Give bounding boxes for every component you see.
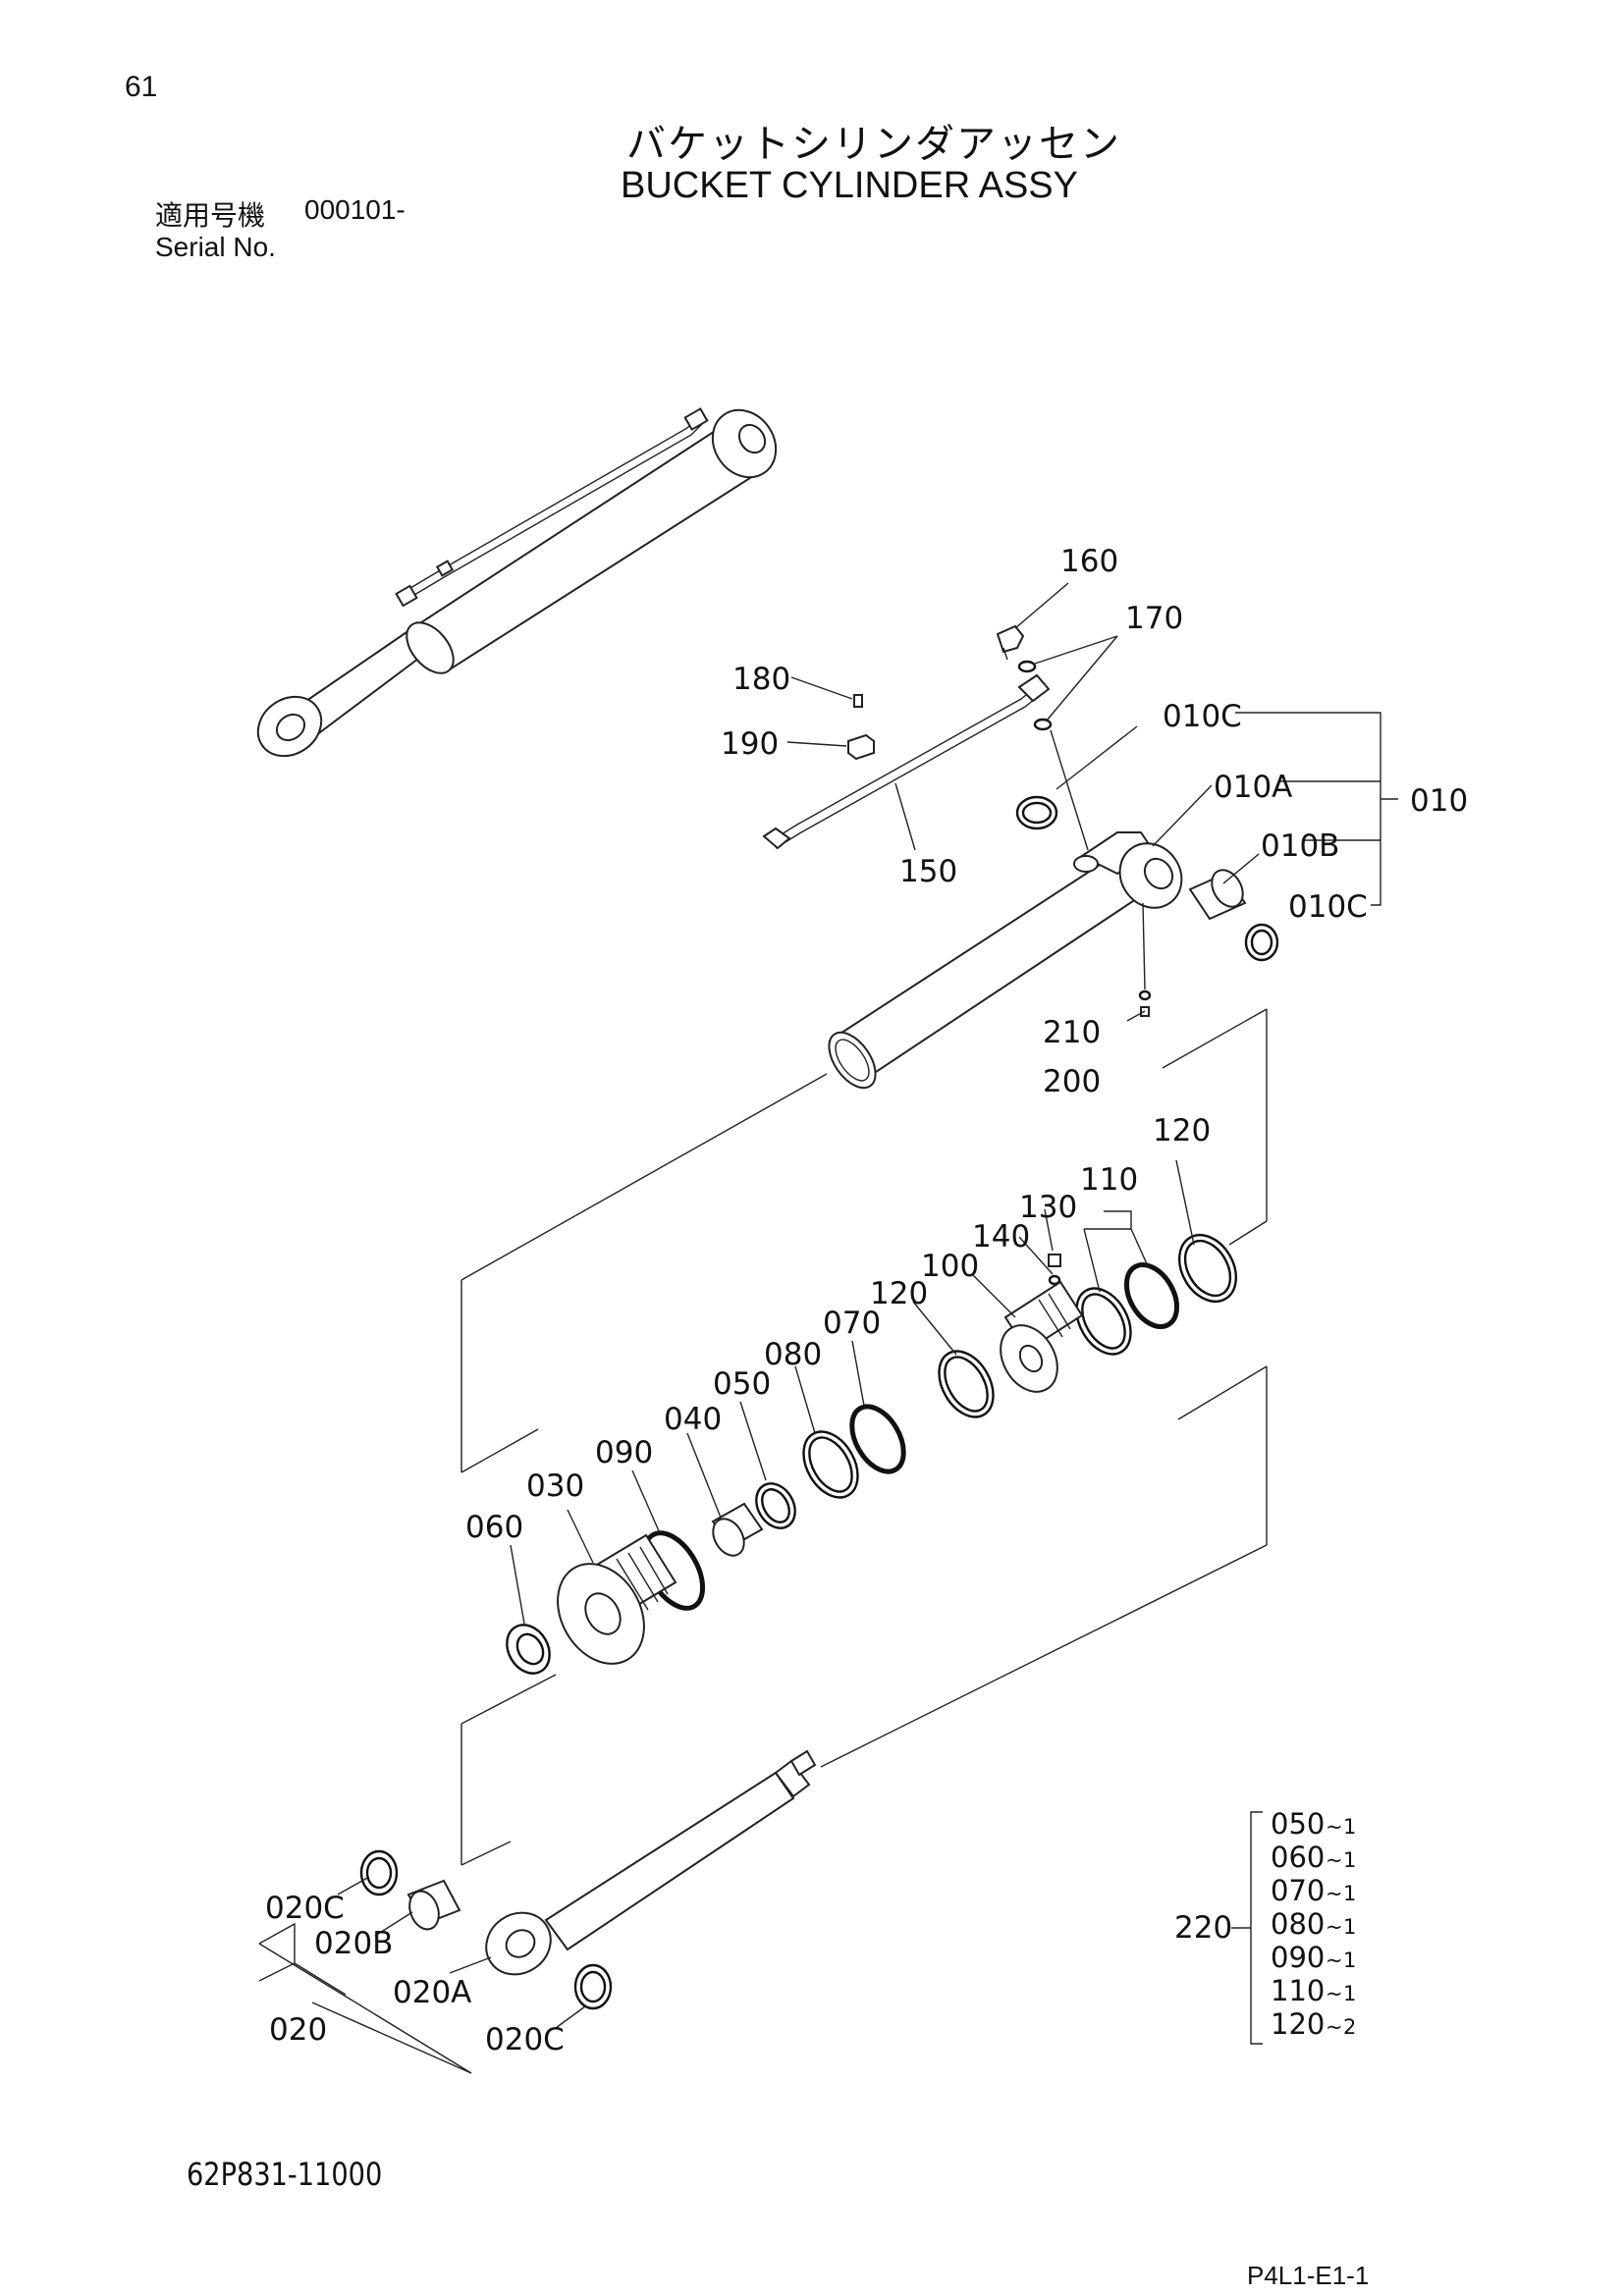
leader-lines xyxy=(258,582,1398,2074)
callout-020c-bottom: 020C xyxy=(485,2022,565,2057)
callout-180: 180 xyxy=(732,662,790,697)
kit-item: 120~2 xyxy=(1271,2007,1356,2041)
kit-item-part: 080 xyxy=(1271,1907,1325,1941)
kit-item-qty: 2 xyxy=(1343,2015,1356,2039)
title-japanese: バケットシリンダアッセン xyxy=(626,123,1121,166)
seal-kit-list: 220 050~1 060~1 070~1 080~1 090~1 110~1 … xyxy=(1174,1807,1356,2041)
callout-030: 030 xyxy=(526,1468,584,1504)
tilde: ~ xyxy=(1326,1882,1343,1905)
kit-item: 090~1 xyxy=(1271,1941,1356,1974)
kit-item-part: 060 xyxy=(1271,1841,1325,1874)
tilde: ~ xyxy=(1326,1949,1343,1972)
title-english: BUCKET CYLINDER ASSY xyxy=(621,165,1079,206)
cylinder-tube-group xyxy=(762,624,1279,1090)
kit-label-220: 220 xyxy=(1174,1910,1232,1946)
callout-110: 110 xyxy=(1080,1162,1138,1198)
kit-item-part: 050 xyxy=(1271,1807,1325,1841)
callout-060: 060 xyxy=(465,1510,523,1545)
piston-and-seal-group xyxy=(506,1234,1238,1675)
kit-item: 110~1 xyxy=(1271,1974,1356,2007)
callout-120-right: 120 xyxy=(1153,1113,1211,1148)
callout-010: 010 xyxy=(1410,783,1468,819)
callout-050: 050 xyxy=(713,1366,771,1402)
callout-020c-left: 020C xyxy=(265,1891,345,1926)
kit-item: 050~1 xyxy=(1271,1807,1356,1841)
callout-120-mid: 120 xyxy=(870,1276,928,1311)
tilde: ~ xyxy=(1326,1915,1343,1939)
callout-100: 100 xyxy=(921,1249,979,1284)
callout-010c-top: 010C xyxy=(1163,699,1242,734)
kit-item-qty: 1 xyxy=(1343,1915,1356,1939)
callout-010b: 010B xyxy=(1261,828,1339,864)
kit-item-part: 070 xyxy=(1271,1874,1325,1907)
callout-090: 090 xyxy=(595,1435,653,1470)
callout-130: 130 xyxy=(1019,1190,1077,1225)
tilde: ~ xyxy=(1326,2015,1343,2039)
serial-number: 000101- xyxy=(304,194,406,225)
serial-label-japanese: 適用号機 xyxy=(155,200,266,231)
serial-label-english: Serial No. xyxy=(155,232,276,262)
kit-item: 070~1 xyxy=(1271,1874,1356,1907)
assembled-cylinder-illustration xyxy=(256,407,778,758)
callout-020a: 020A xyxy=(393,1975,471,2010)
drawing-number: 62P831-11000 xyxy=(187,2156,383,2193)
piston-rod-group xyxy=(359,1749,817,2010)
callout-010c-bottom: 010C xyxy=(1288,889,1368,925)
kit-item: 080~1 xyxy=(1271,1907,1356,1941)
callout-labels: 160 170 180 190 150 010C 010A 010 010B 0… xyxy=(265,544,1468,2057)
kit-item-part: 090 xyxy=(1271,1941,1325,1974)
callout-040: 040 xyxy=(664,1402,722,1437)
kit-item-qty: 1 xyxy=(1343,1882,1356,1905)
callout-020b: 020B xyxy=(314,1926,393,1961)
tilde: ~ xyxy=(1326,1848,1343,1872)
callout-140: 140 xyxy=(972,1219,1030,1255)
callout-200: 200 xyxy=(1043,1064,1101,1099)
callout-190: 190 xyxy=(721,726,779,762)
callout-170: 170 xyxy=(1125,601,1183,636)
kit-item-part: 120 xyxy=(1271,2007,1325,2041)
kit-item-qty: 1 xyxy=(1343,1949,1356,1972)
kit-item-qty: 1 xyxy=(1343,1815,1356,1839)
kit-item-part: 110 xyxy=(1271,1974,1325,2007)
callout-150: 150 xyxy=(899,854,957,889)
tilde: ~ xyxy=(1326,1982,1343,2005)
kit-item: 060~1 xyxy=(1271,1841,1356,1874)
callout-010a: 010A xyxy=(1214,770,1292,805)
callout-210: 210 xyxy=(1043,1015,1101,1050)
page-id: P4L1-E1-1 xyxy=(1247,2261,1370,2290)
callout-020: 020 xyxy=(269,2012,327,2048)
kit-item-qty: 1 xyxy=(1343,1848,1356,1872)
page-number: 61 xyxy=(125,71,158,103)
callout-160: 160 xyxy=(1060,544,1118,579)
callout-080: 080 xyxy=(764,1337,822,1372)
tilde: ~ xyxy=(1326,1815,1343,1839)
callout-070: 070 xyxy=(823,1306,881,1341)
kit-item-qty: 1 xyxy=(1343,1982,1356,2005)
